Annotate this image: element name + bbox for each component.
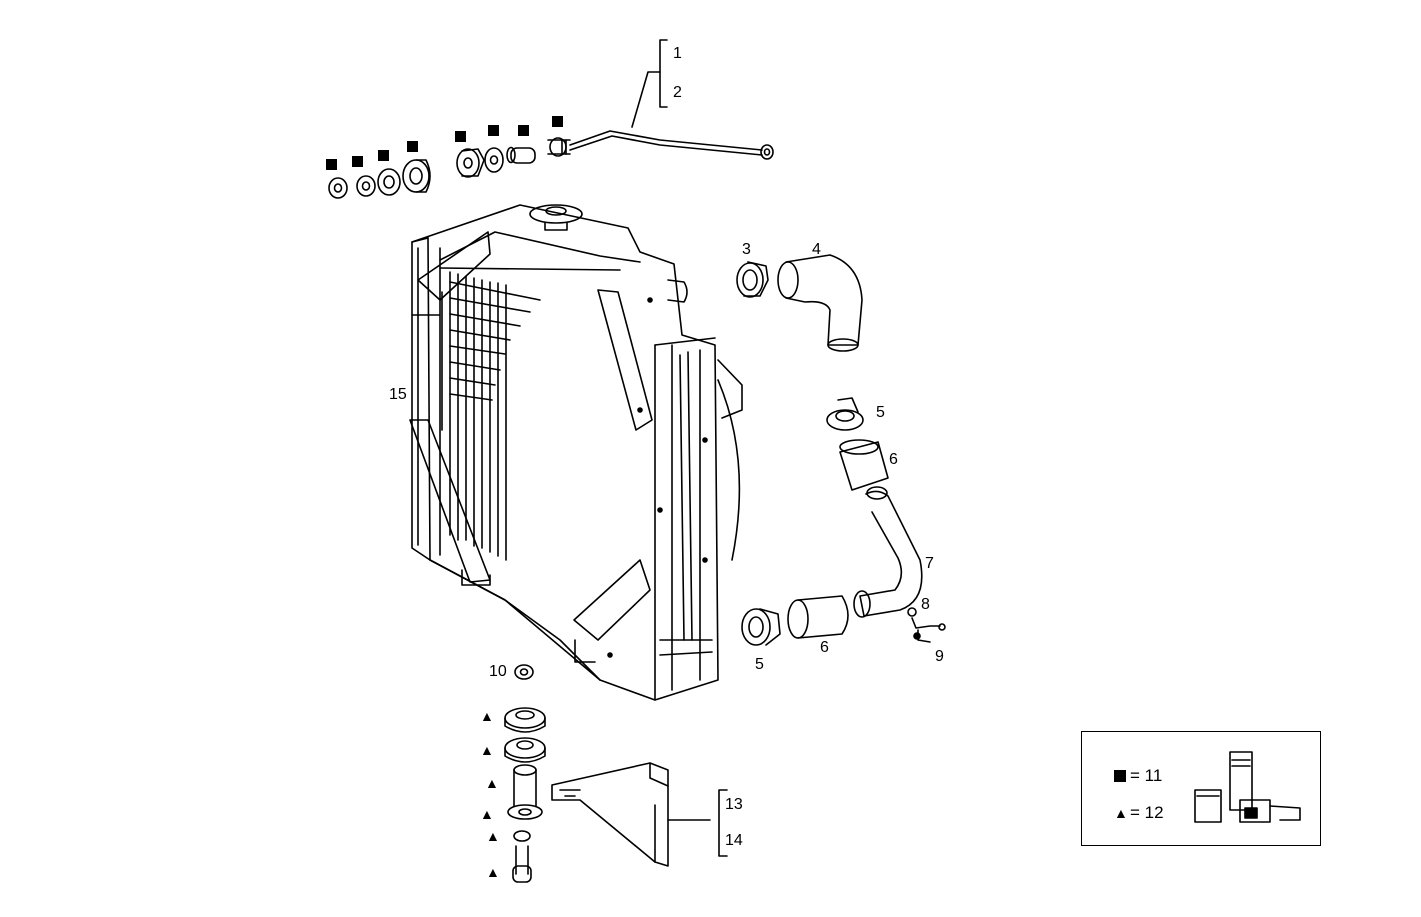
triangle-marker: ▲	[480, 708, 494, 724]
legend-square-icon	[1114, 767, 1128, 785]
triangle-marker: ▲	[485, 775, 499, 791]
legend-square-label: = 11	[1130, 766, 1163, 785]
mounting-stack	[504, 664, 546, 883]
part-label-5: 5	[876, 404, 885, 421]
part-label-13: 13	[725, 796, 743, 813]
legend-kit-illustration	[1194, 751, 1301, 823]
legend-triangle-label: = 12	[1130, 803, 1164, 822]
triangle-marker: ▲	[486, 828, 500, 844]
part-label-10: 10	[489, 663, 507, 680]
radiator	[409, 204, 743, 701]
part-label-4: 4	[812, 241, 821, 258]
part-label-15: 15	[389, 386, 407, 403]
legend-row-square: = 11	[1114, 767, 1162, 785]
part-label-1: 1	[673, 45, 682, 62]
legend-row-triangle: ▲= 12	[1114, 804, 1164, 822]
part-label-6: 6	[820, 639, 829, 656]
square-marker	[552, 116, 563, 127]
square-marker	[518, 125, 529, 136]
triangle-marker: ▲	[486, 864, 500, 880]
square-marker	[407, 141, 418, 152]
square-marker	[378, 150, 389, 161]
part-label-5: 5	[755, 656, 764, 673]
legend-triangle-icon: ▲	[1114, 805, 1128, 821]
square-marker	[326, 159, 337, 170]
lower-hose	[741, 397, 946, 646]
mounting-washers	[328, 146, 536, 199]
stay-rod	[547, 39, 774, 160]
part-label-7: 7	[925, 555, 934, 572]
part-label-2: 2	[673, 84, 682, 101]
upper-hose	[736, 254, 863, 352]
part-label-3: 3	[742, 241, 751, 258]
part-label-8: 8	[921, 596, 930, 613]
triangle-marker: ▲	[480, 806, 494, 822]
square-marker	[352, 156, 363, 167]
part-label-6: 6	[889, 451, 898, 468]
square-marker	[488, 125, 499, 136]
part-label-14: 14	[725, 832, 743, 849]
mounting-bracket	[551, 762, 728, 867]
legend-box: = 11 ▲= 12	[1081, 731, 1321, 846]
square-marker	[455, 131, 466, 142]
part-label-9: 9	[935, 648, 944, 665]
triangle-marker: ▲	[480, 742, 494, 758]
